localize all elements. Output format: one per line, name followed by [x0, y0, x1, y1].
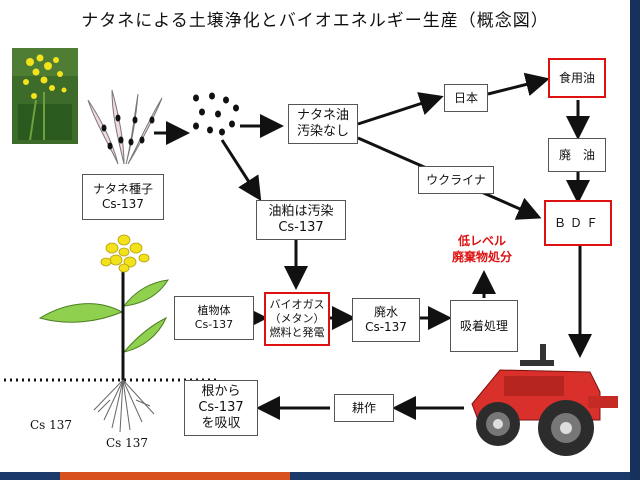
plant-body-box: 植物体 Cs-137 — [174, 296, 254, 340]
seed-pods-illustration — [87, 89, 163, 165]
soil-cs-label-left: Cs 137 — [30, 418, 73, 432]
low-level-waste-label: 低レベル 廃棄物処分 — [451, 234, 512, 264]
soil-cs-label-right: Cs 137 — [106, 436, 149, 450]
bottom-strip — [0, 472, 630, 480]
adsorption-box: 吸着処理 — [450, 300, 518, 352]
oilcake-box: 油粕は汚染 Cs-137 — [256, 200, 346, 240]
biogas-box: バイオガス （メタン） 燃料と発電 — [264, 292, 330, 346]
bottom-strip-accent — [60, 472, 290, 480]
tillage-box: 耕作 — [334, 394, 394, 422]
ukraine-box: ウクライナ — [418, 166, 494, 194]
plant-illustration — [38, 234, 169, 380]
waste-oil-box: 廃 油 — [548, 138, 606, 172]
rapeseed-oil-box: ナタネ油 汚染なし — [288, 104, 358, 144]
rapeseed-photo — [12, 48, 78, 144]
right-edge-band — [630, 0, 640, 480]
edible-oil-box: 食用油 — [548, 58, 606, 98]
bdf-box: ＢＤＦ — [544, 200, 612, 246]
roots-illustration — [93, 379, 155, 433]
japan-box: 日本 — [444, 84, 488, 112]
diagram-title: ナタネによる土壌浄化とバイオエネルギー生産（概念図） — [81, 11, 549, 31]
root-absorption-box: 根から Cs-137 を吸収 — [184, 380, 258, 436]
seeds-illustration — [193, 92, 239, 136]
tractor-illustration — [471, 344, 618, 456]
wastewater-box: 廃水 Cs-137 — [352, 298, 420, 342]
seed-box: ナタネ種子 Cs-137 — [82, 174, 164, 220]
